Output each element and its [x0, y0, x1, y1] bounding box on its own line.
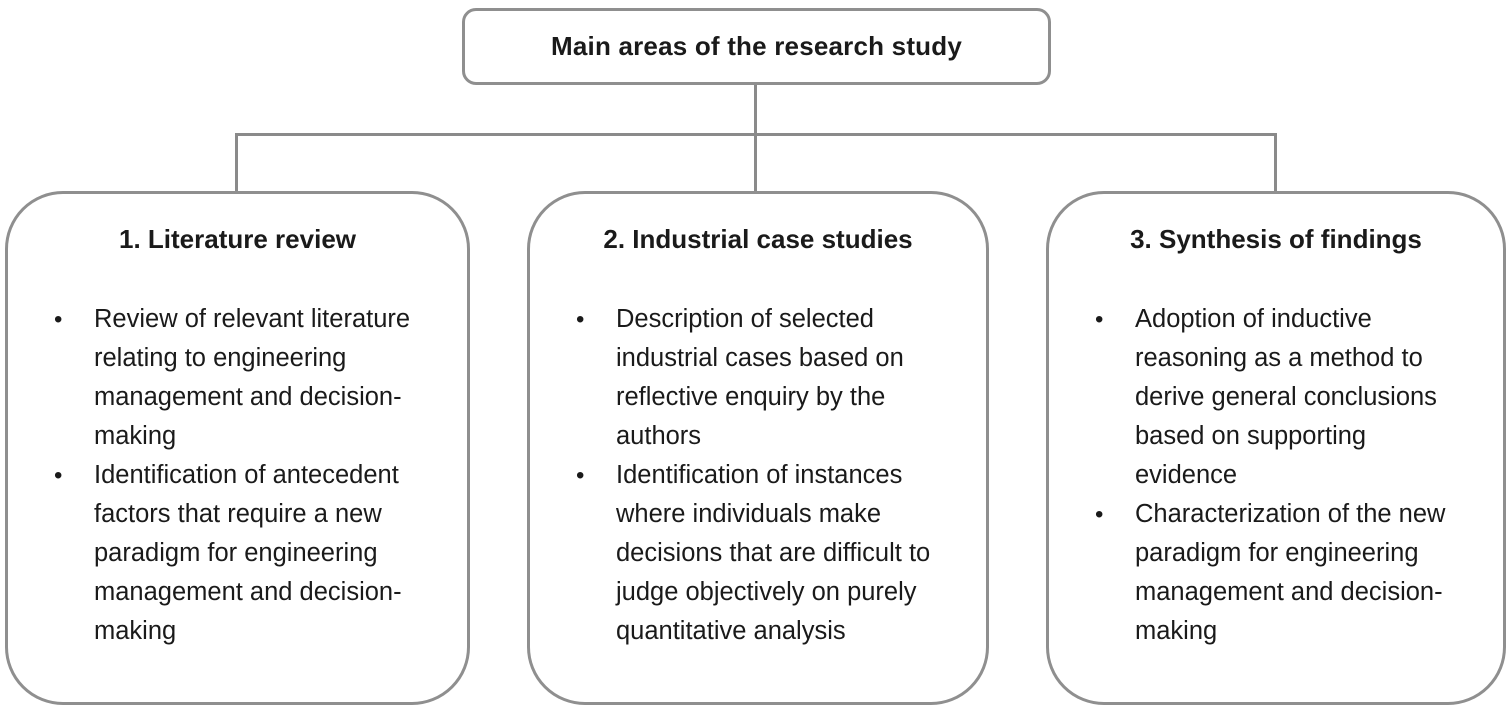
branch-title-synthesis-of-findings: 3. Synthesis of findings	[1130, 224, 1422, 254]
bullet-marker-icon: •	[54, 306, 63, 333]
branch-box-synthesis-of-findings: 3. Synthesis of findings • Adoption of i…	[1046, 191, 1506, 705]
connector-drop-case-studies	[754, 133, 757, 193]
bullet-text: Description of selected industrial cases…	[616, 305, 904, 450]
connector-drop-synthesis	[1274, 133, 1277, 193]
bullet-marker-icon: •	[576, 462, 585, 489]
bullet-list-synthesis-of-findings: • Adoption of inductive reasoning as a m…	[1075, 300, 1477, 651]
bullet-text: Adoption of inductive reasoning as a met…	[1135, 305, 1437, 489]
bullet-text: Characterization of the new paradigm for…	[1135, 500, 1446, 645]
bullet-marker-icon: •	[54, 462, 63, 489]
bullet-text: Identification of instances where indivi…	[616, 461, 931, 645]
root-node-title: Main areas of the research study	[551, 31, 962, 61]
bullet-list-literature-review: • Review of relevant literature relating…	[34, 300, 441, 651]
bullet-marker-icon: •	[576, 306, 585, 333]
bullet-item: • Identification of instances where indi…	[570, 456, 958, 651]
bullet-item: • Characterization of the new paradigm f…	[1089, 495, 1475, 651]
connector-root-stem	[754, 84, 757, 136]
bullet-item: • Adoption of inductive reasoning as a m…	[1089, 300, 1475, 495]
bullet-text: Review of relevant literature relating t…	[94, 305, 411, 450]
root-node-box: Main areas of the research study	[462, 8, 1051, 85]
branch-title-industrial-case-studies: 2. Industrial case studies	[603, 224, 913, 254]
connector-drop-literature-review	[235, 133, 238, 193]
bullet-item: • Review of relevant literature relating…	[48, 300, 439, 456]
branch-box-literature-review: 1. Literature review • Review of relevan…	[5, 191, 470, 705]
branch-title-literature-review: 1. Literature review	[119, 224, 356, 254]
bullet-text: Identification of antecedent factors tha…	[94, 461, 402, 645]
bullet-list-industrial-case-studies: • Description of selected industrial cas…	[556, 300, 960, 651]
bullet-marker-icon: •	[1095, 306, 1104, 333]
bullet-item: • Description of selected industrial cas…	[570, 300, 958, 456]
branch-box-industrial-case-studies: 2. Industrial case studies • Description…	[527, 191, 989, 705]
bullet-item: • Identification of antecedent factors t…	[48, 456, 439, 651]
bullet-marker-icon: •	[1095, 501, 1104, 528]
